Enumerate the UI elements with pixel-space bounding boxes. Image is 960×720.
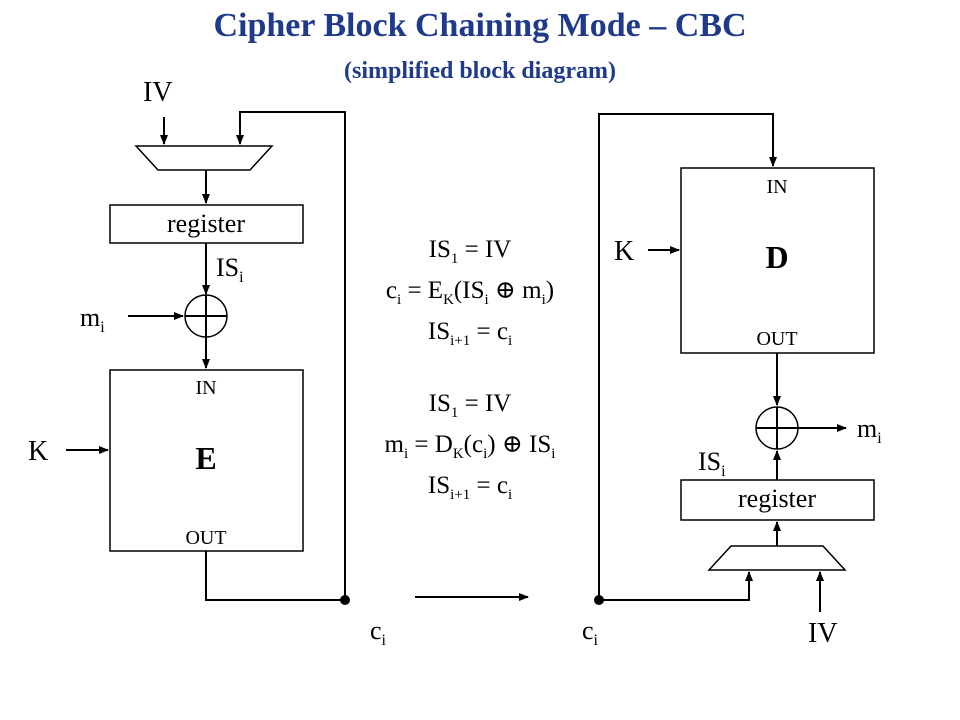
enc-formula-line-2: ci = EK(ISi ⊕ mi)	[386, 277, 554, 308]
dec-out-label: OUT	[756, 328, 797, 350]
enc-e-label: E	[195, 440, 216, 476]
enc-m-label: mi	[80, 303, 105, 336]
enc-e-box	[109, 369, 304, 552]
page-title: Cipher Block Chaining Mode – CBC	[213, 7, 746, 44]
dec-in-label: IN	[766, 176, 787, 198]
dec-formula-line-1: IS1 = IV	[429, 390, 512, 421]
enc-in-label: IN	[195, 377, 216, 399]
enc-k-label: K	[28, 436, 48, 467]
enc-formula-line-1: IS1 = IV	[429, 236, 512, 267]
dec-c-label: ci	[582, 616, 599, 649]
dec-iv-label: IV	[808, 618, 838, 649]
decryption-formulas: IS1 = IV mi = DK(ci) ⊕ ISi ISi+1 = ci	[385, 390, 556, 503]
dec-d-box	[680, 167, 875, 354]
enc-multiplexer	[134, 145, 274, 171]
enc-register-box	[109, 204, 304, 244]
dec-k-label: K	[614, 236, 634, 267]
dec-multiplexer	[707, 545, 847, 571]
encryption-formulas: IS1 = IV ci = EK(ISi ⊕ mi) ISi+1 = ci	[386, 236, 554, 349]
enc-register-label: register	[167, 209, 245, 238]
enc-junction-dot	[340, 595, 350, 605]
enc-formula-line-3: ISi+1 = ci	[428, 318, 512, 349]
dec-register-box	[680, 479, 875, 521]
dec-is-label: ISi	[698, 447, 726, 480]
dec-register-label: register	[738, 484, 816, 513]
page-subtitle: (simplified block diagram)	[344, 58, 616, 84]
enc-feedback-line	[236, 111, 346, 600]
dec-m-label: mi	[857, 414, 882, 447]
enc-out-label: OUT	[185, 527, 226, 549]
dec-formula-line-3: ISi+1 = ci	[428, 472, 512, 503]
enc-output-line	[205, 551, 345, 601]
enc-c-label: ci	[370, 616, 387, 649]
dec-feedback-line	[599, 571, 753, 601]
enc-is-label: ISi	[216, 253, 244, 286]
dec-d-label: D	[765, 239, 788, 275]
encryption-side: IV register ISi mi IN E OUT K ci	[28, 77, 387, 649]
dec-input-line	[598, 113, 777, 600]
enc-iv-label: IV	[143, 77, 173, 108]
decryption-side: ci IN D OUT K mi ISi register IV	[582, 113, 882, 649]
dec-formula-line-2: mi = DK(ci) ⊕ ISi	[385, 431, 556, 462]
